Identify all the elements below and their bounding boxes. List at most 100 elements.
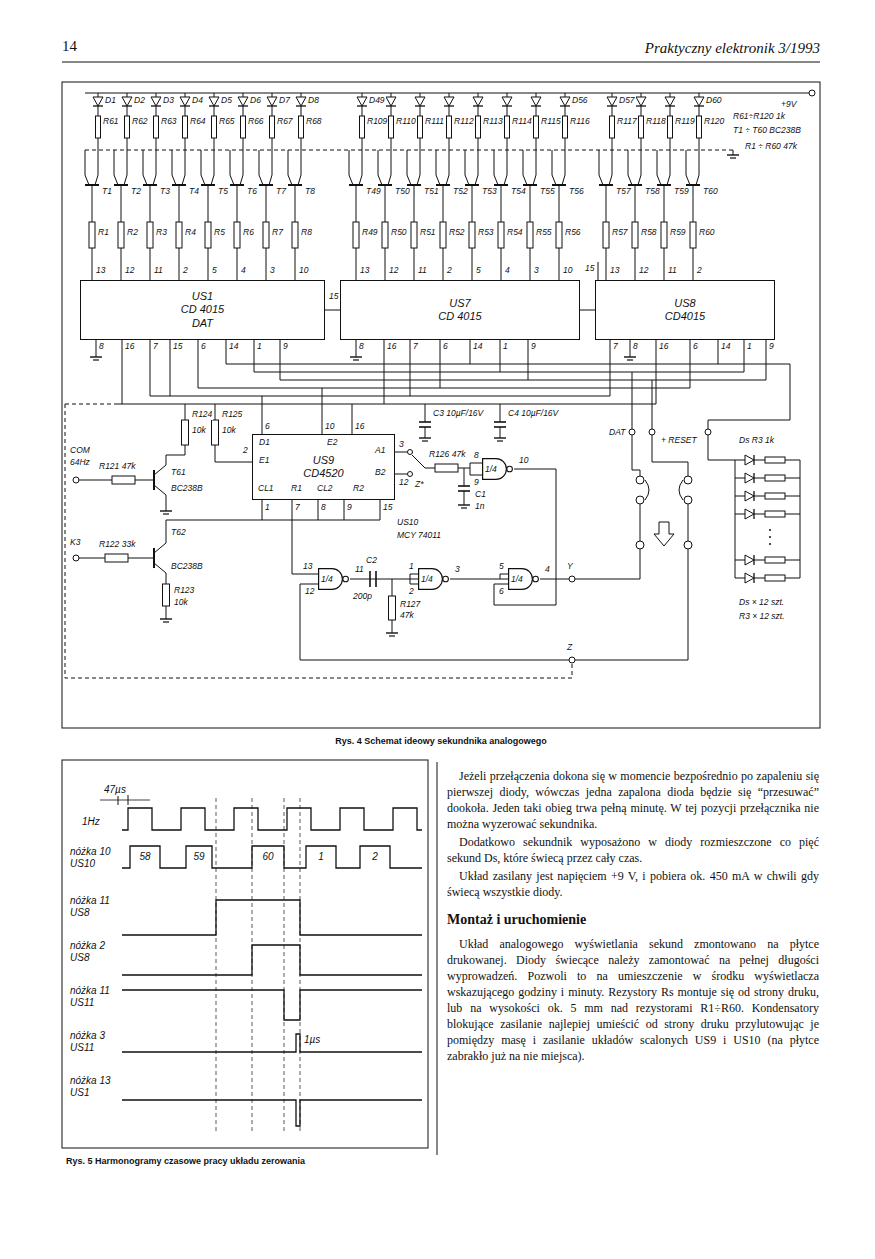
ground-symbol xyxy=(458,504,470,505)
part-label: R110 xyxy=(395,117,417,127)
resistor-symbol xyxy=(125,116,130,138)
transistor-symbol xyxy=(114,150,118,185)
part-label: D49 xyxy=(368,96,386,106)
ic-name: CD4015 xyxy=(665,310,705,323)
wire xyxy=(122,340,123,404)
part-label: T62 xyxy=(170,528,187,538)
ground-symbol xyxy=(350,356,362,357)
ground-symbol xyxy=(419,437,431,438)
diode-symbol xyxy=(444,97,454,106)
wire xyxy=(507,106,508,116)
ground-symbol xyxy=(627,359,633,360)
diode-symbol xyxy=(296,97,306,106)
part-label: 14 xyxy=(228,342,239,352)
part-label: 7 xyxy=(412,342,419,352)
wire xyxy=(150,340,151,396)
ground-symbol xyxy=(425,433,426,438)
transistor-symbol xyxy=(154,563,166,584)
diode-symbol xyxy=(473,97,483,106)
resistor-symbol xyxy=(476,116,481,138)
transistor-symbol xyxy=(696,138,699,185)
wire xyxy=(135,480,154,481)
part-label: 7 xyxy=(612,342,619,352)
part-label: T52 xyxy=(452,187,469,197)
signal-label: nóżka 2 US8 xyxy=(70,940,118,964)
resistor-symbol xyxy=(389,116,394,138)
wire xyxy=(301,93,302,97)
resistor-symbol xyxy=(96,116,101,138)
terminal xyxy=(408,450,413,455)
part-label: 12 xyxy=(638,266,649,276)
wire xyxy=(693,185,694,222)
resistor-symbol xyxy=(176,222,182,248)
diode-symbol xyxy=(238,97,248,106)
wire xyxy=(718,340,719,364)
ic-name: CD4520 xyxy=(303,467,343,480)
part-label: T60 xyxy=(702,187,719,197)
wire xyxy=(501,185,502,222)
wire xyxy=(198,340,199,388)
wire xyxy=(318,500,319,520)
wire xyxy=(266,185,267,222)
nand-body xyxy=(509,569,533,590)
gate-name: 1/4 xyxy=(508,574,523,584)
part-label: COM xyxy=(69,446,91,456)
part-label: T4 xyxy=(188,187,200,197)
part-label: 11 xyxy=(667,266,678,276)
wire xyxy=(785,460,800,461)
transistor-symbol xyxy=(465,150,469,185)
wire xyxy=(641,93,642,97)
wire xyxy=(565,93,566,97)
part-label: 1n xyxy=(474,502,485,512)
resistor-symbol xyxy=(765,475,785,481)
switch-symbol xyxy=(645,480,649,500)
transistor-symbol xyxy=(259,150,263,185)
diode-symbol xyxy=(607,97,617,106)
nand-gate: 1/4 xyxy=(482,458,514,480)
wire xyxy=(754,478,765,479)
wire xyxy=(635,248,636,280)
resistor-symbol xyxy=(435,464,458,472)
wire xyxy=(632,372,633,429)
part-label: D56 xyxy=(571,96,589,106)
part-label: R53 xyxy=(477,228,495,238)
wire xyxy=(300,584,569,660)
wire xyxy=(92,185,93,222)
ic-name: US9 xyxy=(313,454,334,467)
wire xyxy=(735,514,745,515)
terminal xyxy=(684,476,692,484)
part-label: 13 xyxy=(302,562,313,572)
paragraph: Dodatkowo sekundnik wyposażono w diody r… xyxy=(447,834,819,866)
wire xyxy=(670,93,671,97)
diode-symbol xyxy=(502,97,512,106)
resistor-symbol xyxy=(212,420,219,445)
part-label: 9 xyxy=(282,342,289,352)
wire xyxy=(640,504,641,541)
part-label: R3 × 12 szt. xyxy=(738,612,786,622)
part-label: R62 xyxy=(131,117,149,127)
part-label: R111 xyxy=(424,117,445,127)
part-label: C4 10µF/16V xyxy=(507,409,559,419)
resistor-symbol xyxy=(534,116,539,138)
part-label: 16 xyxy=(354,422,365,432)
bus-line xyxy=(198,388,690,389)
resistor-symbol xyxy=(556,222,562,248)
wire xyxy=(179,248,180,280)
ground-symbol xyxy=(630,352,631,357)
wire xyxy=(410,584,418,585)
bus-line xyxy=(226,364,790,365)
part-label: D6 xyxy=(249,96,262,106)
terminal xyxy=(408,472,413,477)
diode-symbol xyxy=(151,97,161,106)
wire xyxy=(280,340,281,380)
part-label: R7 xyxy=(271,228,284,238)
wire xyxy=(536,106,537,116)
part-label: D1 xyxy=(104,96,117,106)
wire xyxy=(295,248,296,280)
part-label: 14 xyxy=(720,342,731,352)
transistor-symbol xyxy=(523,150,527,185)
waveform xyxy=(122,900,422,935)
wire xyxy=(606,248,607,280)
part-label: BC238B xyxy=(170,562,204,572)
